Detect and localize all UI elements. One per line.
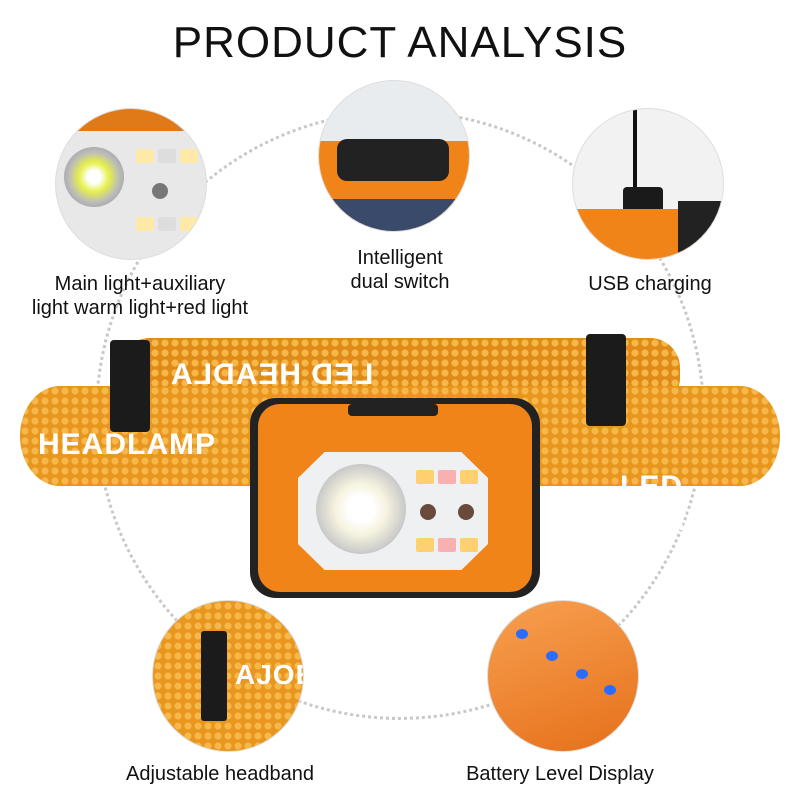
inset-band-text: AJOE [235, 659, 303, 690]
battery-dot [546, 651, 558, 661]
band-text-top: LED HEADLA [170, 358, 374, 391]
feature-image-lights [55, 108, 207, 260]
feature-label-headband: Adjustable headband [126, 763, 314, 785]
feature-image-usb [572, 108, 724, 260]
lamp-housing [258, 404, 532, 592]
label-line: Main light+auxiliary [54, 273, 226, 295]
feature-label-usb: USB charging [588, 273, 712, 295]
headlamp-body [250, 398, 540, 598]
feature-label-lights: Main light+auxiliary light warm light+re… [0, 272, 280, 320]
band-text-right: LED HEADLAM [620, 470, 777, 537]
label-line: Intelligent [357, 247, 443, 269]
buckle-right [586, 334, 626, 426]
feature-label-switch: Intelligent dual switch [300, 246, 500, 294]
page-title: PRODUCT ANALYSIS [172, 18, 628, 67]
feature-label-battery: Battery Level Display [466, 763, 654, 785]
battery-dot [604, 685, 616, 695]
feature-image-battery [487, 600, 639, 752]
label-line: light warm light+red light [31, 297, 249, 319]
main-led [316, 464, 406, 554]
battery-dot [516, 629, 528, 639]
band-text-left: HEADLAMP [38, 428, 216, 461]
buckle-left [110, 340, 150, 432]
lamp-lens [298, 452, 488, 570]
battery-dot [576, 669, 588, 679]
headband: LED HEADLA HEADLAMP LED HEADLAM [20, 334, 780, 537]
feature-image-switch [318, 80, 470, 232]
label-line: dual switch [350, 271, 450, 293]
feature-image-headband: AJOE [152, 600, 304, 752]
